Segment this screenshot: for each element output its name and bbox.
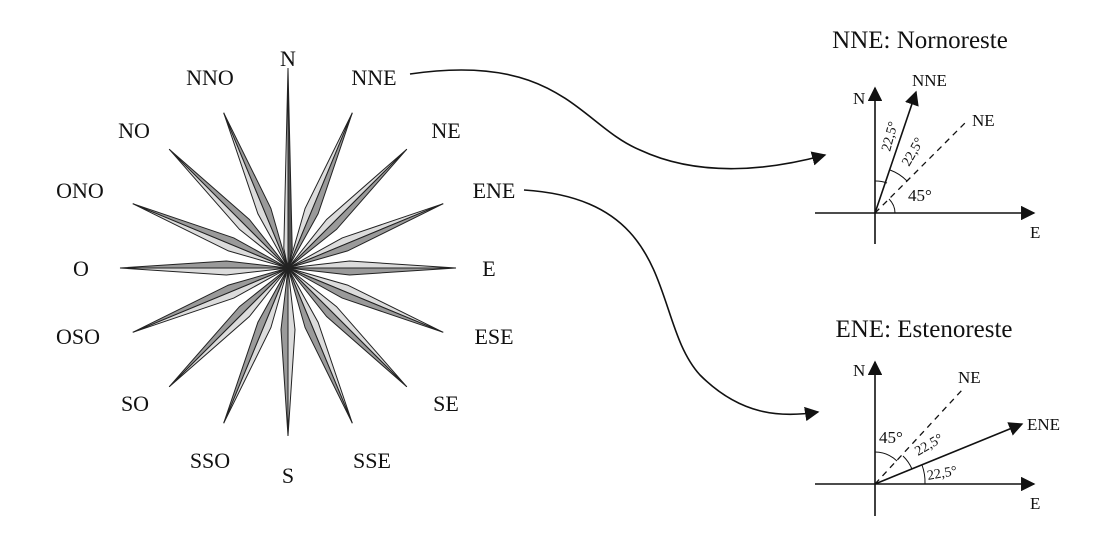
spike-nno-dark-half [223, 112, 289, 269]
label-n: N [280, 46, 296, 71]
panel-nne-vector [874, 90, 919, 214]
panel-nne: NNE: Nornoreste N E NNE NE 22,5° 22,5° 4… [815, 27, 1040, 244]
panel-nne-vector-label: NNE [912, 71, 947, 90]
spike-ese-dark-half [287, 267, 444, 333]
panel-nne-arc-1 [874, 180, 888, 184]
panel-nne-angle-1: 22,5° [879, 120, 901, 153]
compass-labels: N NNE NE ENE E ESE SE SSE S SSO SO OSO O… [56, 46, 515, 488]
panel-nne-arc-2 [889, 169, 908, 182]
label-ene: ENE [473, 178, 516, 203]
panel-nne-title: NNE: Nornoreste [832, 27, 1008, 54]
connector-ene-arrow [523, 189, 820, 422]
label-ese: ESE [474, 324, 513, 349]
spike-n-dark-half [287, 67, 293, 269]
label-s: S [282, 463, 294, 488]
spike-sso-dark-half [223, 267, 289, 424]
panel-ene-angle-3: 22,5° [926, 464, 958, 484]
spike-sse-dark-half [287, 267, 353, 424]
panel-ene-e-label: E [1030, 494, 1040, 513]
label-no: NO [118, 118, 150, 143]
panel-ene-vector [874, 422, 1024, 485]
panel-nne-n-label: N [853, 89, 865, 108]
label-se: SE [433, 391, 459, 416]
panel-ene-ne-label: NE [958, 368, 981, 387]
panel-nne-e-label: E [1030, 223, 1040, 242]
panel-nne-ne-label: NE [972, 111, 995, 130]
spike-o-light-half [119, 267, 289, 276]
spike-s-dark-half [280, 267, 289, 437]
compass-rose [119, 67, 457, 437]
label-ne: NE [431, 118, 460, 143]
panel-ene-title: ENE: Estenoreste [835, 316, 1012, 343]
label-sso: SSO [190, 448, 230, 473]
label-sse: SSE [353, 448, 391, 473]
label-oso: OSO [56, 324, 100, 349]
panel-ene-arc-2 [902, 455, 913, 470]
spike-oso-dark-half [132, 267, 289, 333]
spike-o-dark-half [119, 260, 289, 269]
spike-ene-dark-half [287, 203, 444, 269]
spike-e-light-half [287, 260, 457, 269]
spike-nne-dark-half [287, 112, 353, 269]
spike-n-light-half [283, 67, 289, 269]
panel-ene-angle-1: 45° [879, 428, 903, 447]
panel-ene-angle-2: 22,5° [913, 431, 947, 459]
panel-nne-arc-3 [888, 198, 896, 214]
panel-ene-n-label: N [853, 361, 865, 380]
label-nne: NNE [351, 65, 396, 90]
label-so: SO [121, 391, 149, 416]
spike-so-dark-half [168, 267, 289, 388]
label-ono: ONO [56, 178, 104, 203]
spike-ne-dark-half [287, 148, 408, 269]
label-nno: NNO [186, 65, 234, 90]
spike-no-dark-half [168, 148, 289, 269]
panel-ene-arc-1 [874, 451, 898, 462]
connector-nne-arrow [409, 69, 827, 170]
panel-ene: ENE: Estenoreste N E NE ENE 45° 22,5° 22… [815, 316, 1060, 516]
spike-s-light-half [287, 267, 296, 437]
spike-ono-dark-half [132, 203, 289, 269]
label-o: O [73, 256, 89, 281]
panel-nne-angle-3: 45° [908, 186, 932, 205]
spike-e-dark-half [287, 267, 457, 276]
panel-ene-arc-3 [921, 464, 926, 485]
spike-se-dark-half [287, 267, 408, 388]
label-e: E [482, 256, 495, 281]
panel-ene-vector-label: ENE [1027, 415, 1060, 434]
